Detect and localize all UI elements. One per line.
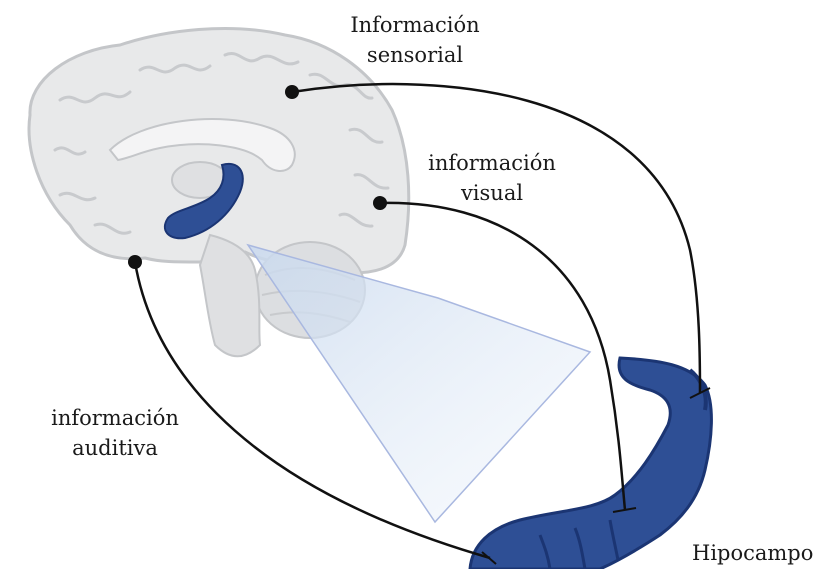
zoom-cone <box>248 245 590 522</box>
label-auditory-line2: auditiva <box>30 433 200 463</box>
label-visual-line2: visual <box>412 178 572 208</box>
label-auditory-information: información auditiva <box>30 403 200 463</box>
label-sensory-line1: Información <box>330 10 500 40</box>
label-hippocampus: Hipocampo <box>692 538 830 568</box>
dot-auditory <box>128 255 142 269</box>
dot-sensory <box>285 85 299 99</box>
label-visual-line1: información <box>412 148 572 178</box>
label-sensory-information: Información sensorial <box>330 10 500 70</box>
label-visual-information: información visual <box>412 148 572 208</box>
label-auditory-line1: información <box>30 403 200 433</box>
label-sensory-line2: sensorial <box>330 40 500 70</box>
dot-visual <box>373 196 387 210</box>
